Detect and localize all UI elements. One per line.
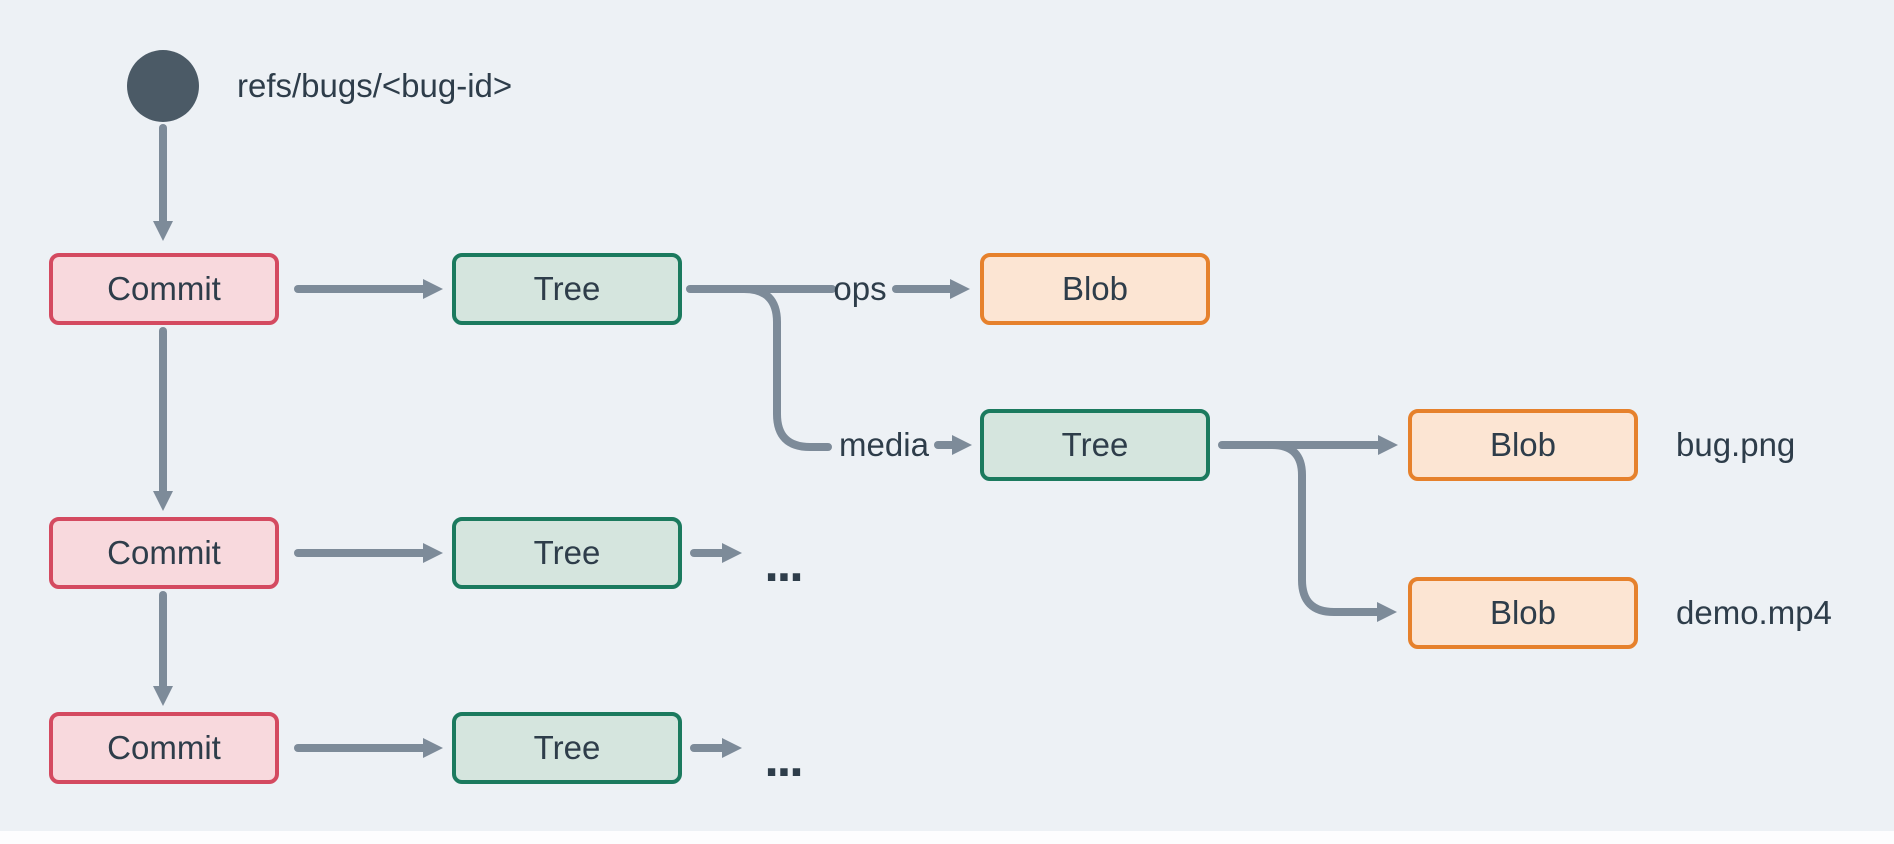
tree-node-3-label: Tree (533, 729, 601, 766)
edge-tree1-branch-media (740, 285, 832, 451)
edge-label-media: media (839, 426, 929, 463)
tree-node-1: Tree (452, 253, 682, 325)
blob-node-ops-label: Blob (1061, 270, 1129, 307)
ref-dot-icon (127, 50, 199, 122)
ref-label: refs/bugs/<bug-id> (237, 67, 513, 104)
edge-label-ops: ops (833, 270, 887, 307)
commit-node-3: Commit (49, 712, 279, 784)
ellipsis-row3: ... (764, 730, 803, 788)
commit-node-1: Commit (49, 253, 279, 325)
blob-node-demo-mp4: Blob (1408, 577, 1638, 649)
tree-node-2: Tree (452, 517, 682, 589)
commit-node-3-label: Commit (107, 729, 221, 766)
file-label-demo-mp4: demo.mp4 (1676, 594, 1832, 631)
ellipsis-row2: ... (764, 535, 803, 593)
tree-node-1-label: Tree (533, 270, 601, 307)
tree-node-media: Tree (980, 409, 1210, 481)
blob-node-demo-mp4-label: Blob (1489, 594, 1557, 631)
file-label-bug-png: bug.png (1676, 426, 1796, 463)
commit-node-2-label: Commit (107, 534, 221, 571)
commit-node-2: Commit (49, 517, 279, 589)
tree-node-2-label: Tree (533, 534, 601, 571)
blob-node-ops: Blob (980, 253, 1210, 325)
edge-treemedia-branch-to-blob-demo (1268, 441, 1397, 622)
tree-node-3: Tree (452, 712, 682, 784)
bottom-page-strip (0, 831, 1894, 844)
commit-node-1-label: Commit (107, 270, 221, 307)
blob-node-bug-png: Blob (1408, 409, 1638, 481)
blob-node-bug-png-label: Blob (1489, 426, 1557, 463)
tree-node-media-label: Tree (1061, 426, 1129, 463)
